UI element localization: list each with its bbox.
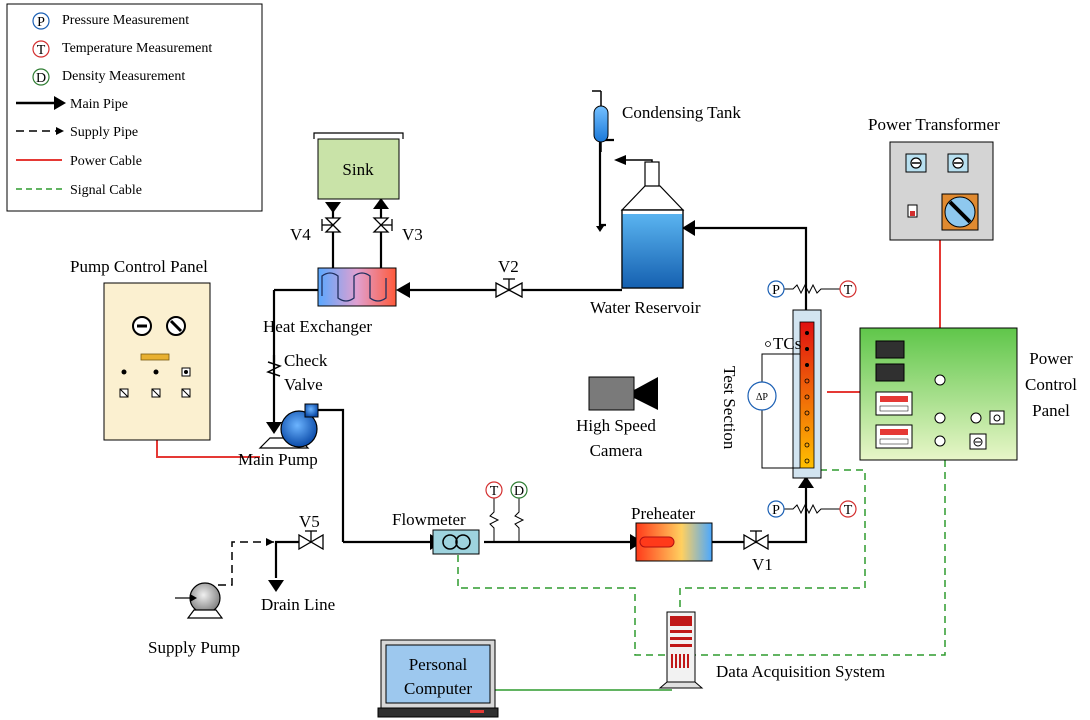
bottom-temperature-icon xyxy=(839,500,857,518)
heat-exchanger xyxy=(317,267,397,307)
valve-v5-label: V5 xyxy=(299,512,320,531)
power-control-panel xyxy=(859,327,1018,461)
svg-text:ΔP: ΔP xyxy=(756,392,768,403)
main-pipes xyxy=(272,138,808,578)
computer-icon xyxy=(377,639,499,718)
svg-text:T: T xyxy=(490,484,499,499)
tc-icon xyxy=(765,341,771,347)
test-section-bottom-sensors: P T xyxy=(767,500,857,518)
water-reservoir-label: Water Reservoir xyxy=(590,298,701,317)
legend-pressure: Pressure Measurement xyxy=(62,13,189,28)
legend-power-cable: Power Cable xyxy=(70,154,142,169)
valve-v5-icon[interactable] xyxy=(298,530,324,551)
tcs-label: TCs xyxy=(773,334,801,353)
power-control-label-2: Control xyxy=(1025,375,1077,394)
camera-label-1: High Speed xyxy=(576,416,656,435)
condensing-tank-label: Condensing Tank xyxy=(622,103,741,122)
legend-supply-pipe: Supply Pipe xyxy=(70,125,138,140)
sink-label: Sink xyxy=(342,160,374,179)
valve-v3-icon[interactable] xyxy=(372,217,393,233)
drain-line-label: Drain Line xyxy=(261,595,335,614)
valve-v4-label: V4 xyxy=(290,225,311,244)
camera-label-2: Camera xyxy=(590,441,643,460)
data-acquisition-label: Data Acquisition System xyxy=(716,662,885,681)
check-valve-label-1: Check xyxy=(284,351,328,370)
check-valve-label-2: Valve xyxy=(284,375,323,394)
flowmeter xyxy=(430,529,480,555)
svg-text:T: T xyxy=(844,503,853,518)
power-transformer-label: Power Transformer xyxy=(868,115,1000,134)
flowmeter-density-icon: D xyxy=(510,481,528,499)
legend-supply-pipe-icon xyxy=(16,127,64,135)
heat-exchanger-label: Heat Exchanger xyxy=(263,317,372,336)
svg-text:D: D xyxy=(36,71,46,86)
top-pressure-icon xyxy=(767,280,785,298)
svg-text:T: T xyxy=(37,43,46,58)
computer-label-2: Computer xyxy=(404,679,472,698)
bottom-pressure-icon xyxy=(767,500,785,518)
condensing-tank xyxy=(592,90,609,152)
flowmeter-temperature-icon: T xyxy=(485,481,503,499)
legend-density: Density Measurement xyxy=(62,69,185,84)
check-valve-icon xyxy=(266,355,282,377)
legend-temperature: Temperature Measurement xyxy=(62,41,212,56)
pump-control-panel xyxy=(103,282,211,441)
valve-v3-label: V3 xyxy=(402,225,423,244)
legend-box xyxy=(6,3,263,212)
main-pump xyxy=(258,403,319,449)
svg-text:P: P xyxy=(772,503,780,518)
legend-main-pipe: Main Pipe xyxy=(70,97,128,112)
flowmeter-sensor-lines xyxy=(489,498,525,542)
legend-signal-cable: Signal Cable xyxy=(70,183,142,198)
computer-label-1: Personal xyxy=(409,655,468,674)
legend-temperature-icon: T xyxy=(32,40,50,58)
supply-pump xyxy=(175,582,224,619)
top-temperature-icon xyxy=(839,280,857,298)
power-control-label-3: Panel xyxy=(1032,401,1070,420)
differential-pressure: ΔP xyxy=(747,353,800,469)
svg-text:P: P xyxy=(37,15,45,30)
supply-pump-label: Supply Pump xyxy=(148,638,240,657)
svg-text:D: D xyxy=(514,484,524,499)
valve-v1-label: V1 xyxy=(752,555,773,574)
legend-pressure-icon: P xyxy=(32,12,50,30)
main-pump-label: Main Pump xyxy=(238,450,318,469)
preheater xyxy=(630,522,713,562)
flowmeter-label: Flowmeter xyxy=(392,510,466,529)
pump-control-panel-label: Pump Control Panel xyxy=(70,257,208,276)
legend-density-icon: D xyxy=(32,68,50,86)
valve-v1-icon[interactable] xyxy=(743,530,769,551)
preheater-label: Preheater xyxy=(631,504,696,523)
valve-v4-icon[interactable] xyxy=(321,217,342,233)
valve-v2-icon[interactable] xyxy=(495,278,523,299)
power-transformer xyxy=(889,141,994,241)
svg-text:T: T xyxy=(844,283,853,298)
power-control-label-1: Power xyxy=(1029,349,1073,368)
legend-main-pipe-icon xyxy=(16,96,66,110)
valve-v2-label: V2 xyxy=(498,257,519,276)
signal-cables xyxy=(457,460,946,656)
supply-arrow xyxy=(266,538,274,546)
test-section-label: Test Section xyxy=(720,366,739,450)
test-section-top-sensors: P T xyxy=(767,280,857,298)
test-section xyxy=(792,309,822,479)
data-acquisition-icon xyxy=(658,611,704,689)
svg-text:P: P xyxy=(772,283,780,298)
sink xyxy=(313,132,404,200)
dp-icon xyxy=(747,381,777,411)
water-reservoir xyxy=(620,161,685,289)
supply-pipe xyxy=(218,541,274,586)
power-cables xyxy=(156,240,941,458)
camera-icon xyxy=(588,376,658,411)
